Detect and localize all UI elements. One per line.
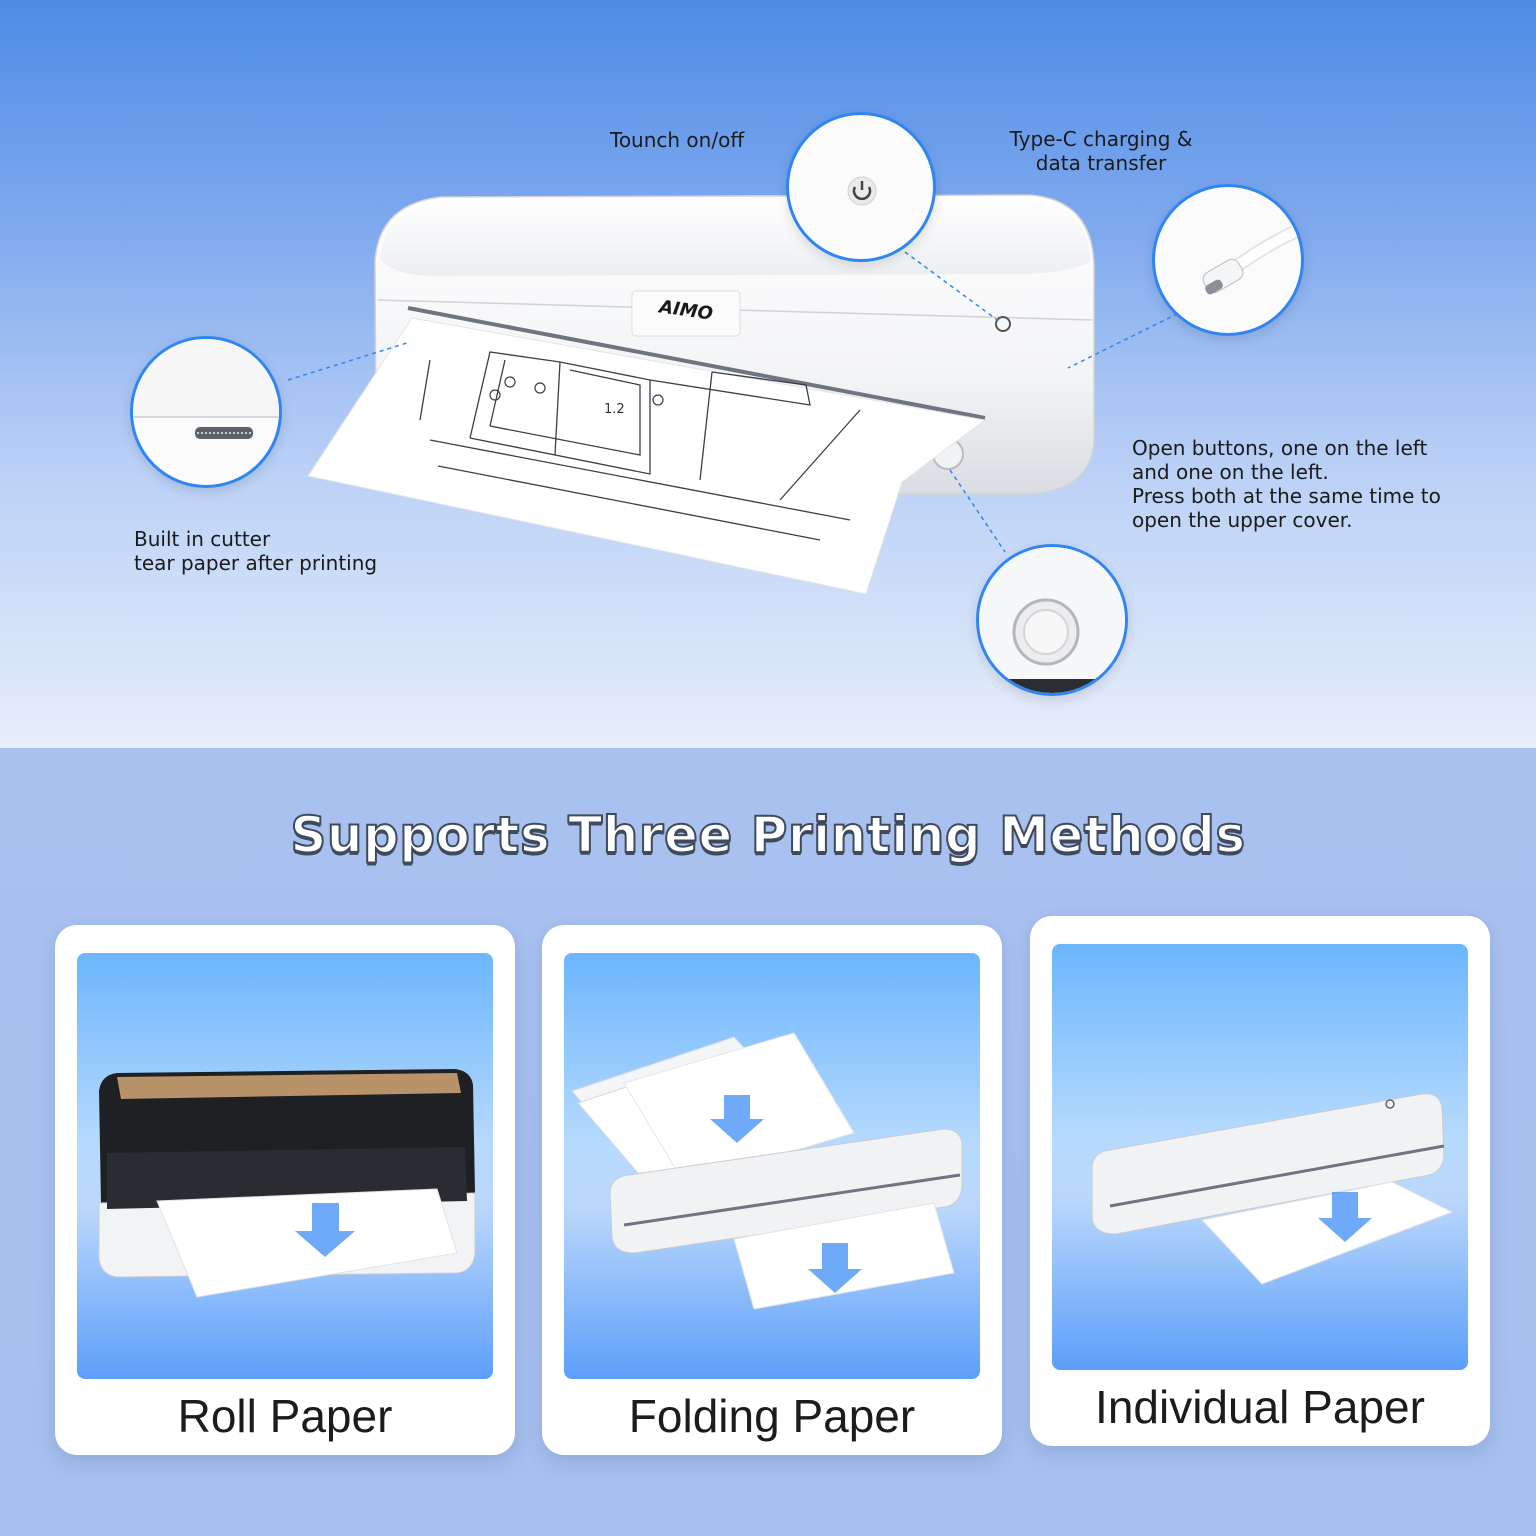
cutter-callout: Built in cutter tear paper after printin… [134, 527, 378, 575]
method-label-roll: Roll Paper [177, 1390, 393, 1442]
drawing-room-label: 1.2 [604, 402, 625, 417]
individual-paper-image [1052, 944, 1468, 1370]
open-printer-illustration [98, 1069, 476, 1298]
usb-c-cable-icon [1202, 221, 1301, 295]
zoom-open-button [976, 544, 1128, 696]
individual-printer-illustration [1091, 1093, 1454, 1285]
type-c-callout: Type-C charging & data transfer [1009, 127, 1193, 175]
roll-paper-image [77, 953, 493, 1379]
zoom-cutter [130, 336, 282, 488]
method-card-folding: Folding Paper [542, 925, 1002, 1455]
folding-paper-image [564, 953, 980, 1379]
cutter-blade-icon [133, 339, 279, 439]
method-card-individual: Individual Paper [1030, 916, 1490, 1446]
product-overview: AIMO 1.2 [0, 0, 1536, 748]
open-buttons-callout: Open buttons, one on the left and one on… [1132, 436, 1441, 532]
method-label-individual: Individual Paper [1095, 1381, 1425, 1433]
section-heading: Supports Three Printing Methods [289, 805, 1246, 865]
callout-leaders [287, 251, 1186, 553]
folding-printer-illustration [571, 1032, 963, 1310]
zoom-type-c-port [1152, 184, 1304, 336]
power-icon [847, 176, 877, 206]
release-button-icon [979, 547, 1125, 693]
zoom-power-button [786, 112, 936, 262]
method-label-folding: Folding Paper [628, 1390, 916, 1442]
method-card-roll: Roll Paper [55, 925, 515, 1455]
printer-illustration [307, 194, 1095, 595]
touch-callout: Tounch on/off [610, 128, 745, 152]
